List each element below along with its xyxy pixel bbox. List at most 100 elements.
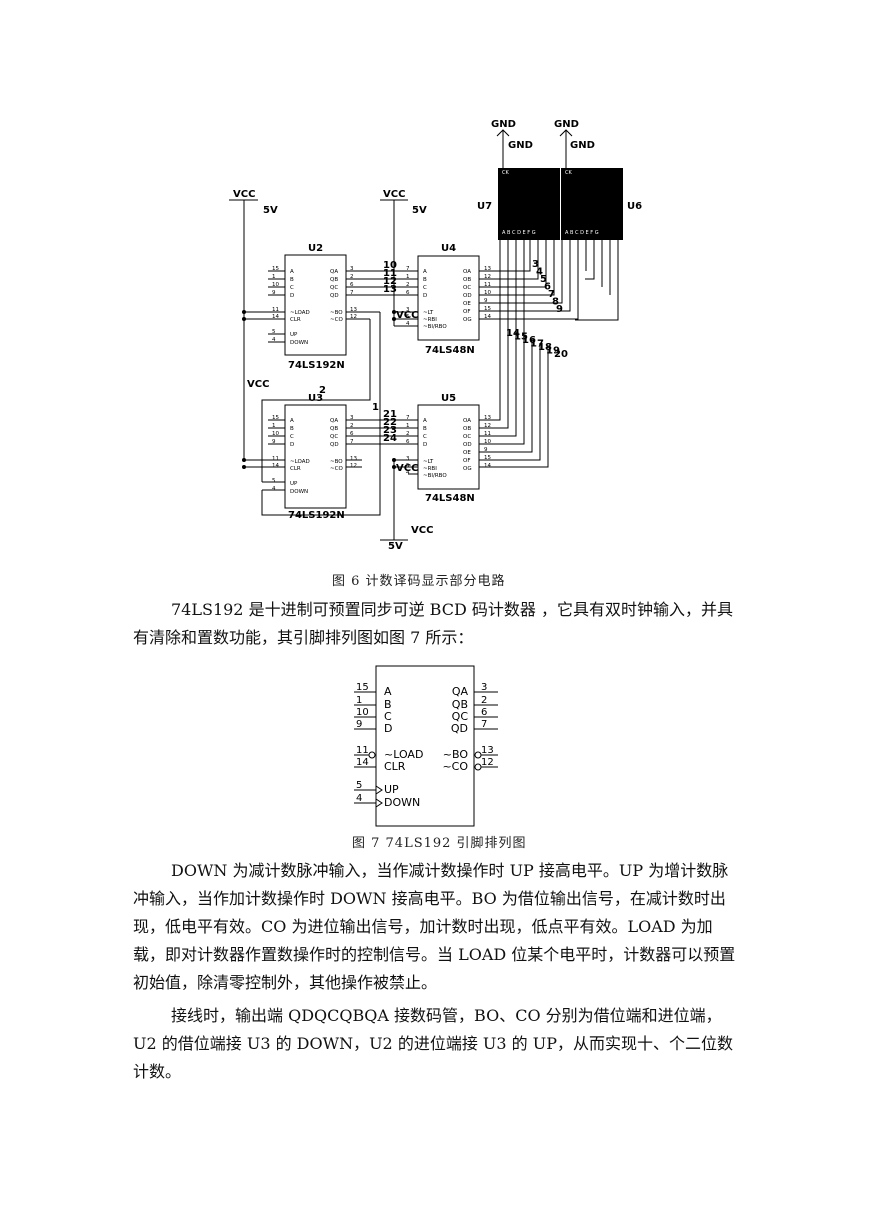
vcc-label-4: VCC xyxy=(411,525,433,536)
figure-7-caption: 图 7 74LS192 引脚排列图 xyxy=(352,836,527,851)
fig7-left-pin-num: 10 xyxy=(356,707,369,718)
u4-pin-left-name: ~RBI xyxy=(423,317,437,323)
net-2-label: 2 xyxy=(319,385,326,396)
fig7-bo-bubble xyxy=(474,751,482,759)
u5-pin-left-num: 4 xyxy=(406,470,410,476)
u2-pin-left-num: 11 xyxy=(272,307,279,313)
fig7-right-pin-name: QA xyxy=(452,685,469,698)
u5-pin-left-name: ~BI/RBO xyxy=(423,473,447,479)
u5-pin-left-num: 1 xyxy=(406,423,410,429)
u2-pin-left-num: 9 xyxy=(272,290,276,296)
u5-pin-right-num: 9 xyxy=(484,447,488,453)
u3-pin-left-name: ~LOAD xyxy=(290,459,310,465)
u3-pin-left-num: 4 xyxy=(272,486,276,492)
u2-pin-right-num: 13 xyxy=(350,307,357,313)
net-seg-bottom-label: 19 xyxy=(546,346,560,357)
u5-pin-left-num: 7 xyxy=(406,415,410,421)
net-top-label: 11 xyxy=(383,268,397,279)
fig7-left-pin-name: CLR xyxy=(384,760,406,773)
paragraph-1: 74LS192 是十进制可预置同步可逆 BCD 码计数器 ，它具有双时钟输入，并… xyxy=(133,596,743,652)
fig7-right-pin-name: ~BO xyxy=(443,748,469,761)
fig7-left-pin-name: C xyxy=(384,710,392,723)
u2-pin-right-num: 3 xyxy=(350,266,354,272)
fig7-right-pin-name: QC xyxy=(452,710,469,723)
u5-pin-right-num: 12 xyxy=(484,423,491,429)
u2-pin-right-num: 12 xyxy=(350,314,357,320)
u5-pin-right-num: 11 xyxy=(484,431,491,437)
u4-pin-left-num: 2 xyxy=(406,282,410,288)
u3-pin-right-num: 12 xyxy=(350,463,357,469)
u5-pin-right-name: OE xyxy=(463,450,471,456)
net-bottom-label: 24 xyxy=(383,433,397,444)
net-seg-bottom-label: 18 xyxy=(538,342,552,353)
u5-pin-right-name: OA xyxy=(463,418,471,424)
fig7-right-pin-num: 13 xyxy=(481,745,494,756)
fig7-right-pin-num: 12 xyxy=(481,757,494,768)
u3-pin-left-num: 15 xyxy=(272,415,279,421)
paragraph-3-text: 接线时，输出端 QDQCQBQA 接数码管，BO、CO 分别为借位端和进位端，U… xyxy=(133,1006,733,1081)
u5-pin-left-num: 2 xyxy=(406,431,410,437)
fig7-co-bubble xyxy=(474,763,482,771)
u4-pin-left-name: A xyxy=(423,269,427,275)
u2-pin-right-name: QA xyxy=(330,269,338,275)
u4-pin-left-name: ~BI/RBO xyxy=(423,324,447,330)
u4-chip-name: 74LS48N xyxy=(425,345,475,356)
u2-pin-left-name: C xyxy=(290,285,294,291)
net-seg-bottom-label: 14 xyxy=(506,328,520,339)
u5-pin-left-name: C xyxy=(423,434,427,440)
u4-pin-right-name: OA xyxy=(463,269,471,275)
u3-pin-left-name: DOWN xyxy=(290,489,308,495)
u4-pin-right-num: 13 xyxy=(484,266,491,272)
u4-pin-right-name: OC xyxy=(463,285,471,291)
net-seg-top-label: 5 xyxy=(540,274,547,285)
net-1-label: 1 xyxy=(372,402,379,413)
u5-pin-right-num: 13 xyxy=(484,415,491,421)
u3-pin-left-num: 14 xyxy=(272,463,279,469)
u4-pin-left-name: C xyxy=(423,285,427,291)
u3-pin-right-num: 2 xyxy=(350,423,354,429)
net-seg-bottom-label: 20 xyxy=(554,349,568,360)
u4-pin-right-num: 10 xyxy=(484,290,491,296)
fig7-right-pin-num: 2 xyxy=(481,695,487,706)
u2-chip-name: 74LS192N xyxy=(288,360,345,371)
fig7-right-pin-num: 3 xyxy=(481,682,487,693)
paragraph-2: DOWN 为减计数脉冲输入，当作减计数操作时 UP 接高电平。UP 为增计数脉冲… xyxy=(133,857,743,997)
fig7-clock-arrow xyxy=(375,798,383,808)
u3-pin-left-num: 5 xyxy=(272,478,276,484)
net-top-label: 10 xyxy=(383,260,397,271)
u7-ck-label: CK xyxy=(502,170,509,176)
u2-pin-left-num: 14 xyxy=(272,314,279,320)
u2-pin-left-name: CLR xyxy=(290,317,301,323)
net-seg-bottom-label: 15 xyxy=(514,332,528,343)
v5-label-2: 5V xyxy=(412,205,427,216)
net-bottom-label: 22 xyxy=(383,417,397,428)
circuit-figure-6: CK CK A B C D E F G A B C D E F G GND GN… xyxy=(229,119,642,552)
u2-label: U2 xyxy=(308,243,323,254)
u3-pin-left-num: 10 xyxy=(272,431,279,437)
u2-pin-left-name: D xyxy=(290,293,294,299)
fig7-right-pin-num: 6 xyxy=(481,707,487,718)
u3-pin-left-name: UP xyxy=(290,481,298,487)
fig7-left-pin-name: A xyxy=(384,685,392,698)
u3-chip-name: 74LS192N xyxy=(288,510,345,521)
u2-pin-left-num: 15 xyxy=(272,266,279,272)
u2-pin-left-name: A xyxy=(290,269,294,275)
u5-pin-right-num: 15 xyxy=(484,455,491,461)
u2-pin-left-name: DOWN xyxy=(290,340,308,346)
u4-pin-left-name: B xyxy=(423,277,427,283)
figure-6-caption: 图 6 计数译码显示部分电路 xyxy=(332,574,506,589)
u4-pin-right-name: OE xyxy=(463,301,471,307)
vcc-label-2: VCC xyxy=(383,189,405,200)
u2-pin-left-name: UP xyxy=(290,332,298,338)
u5-pin-left-name: A xyxy=(423,418,427,424)
u5-pin-right-num: 10 xyxy=(484,439,491,445)
net-seg-top-label: 3 xyxy=(532,259,539,270)
u5-pin-right-name: OD xyxy=(463,442,472,448)
net-top-label: 13 xyxy=(383,284,397,295)
u4-pin-left-num: 7 xyxy=(406,266,410,272)
u4-pin-right-name: OD xyxy=(463,293,472,299)
u2-pin-right-name: QB xyxy=(330,277,338,283)
u2-pin-left-num: 1 xyxy=(272,274,276,280)
u2-pin-right-name: QD xyxy=(330,293,339,299)
